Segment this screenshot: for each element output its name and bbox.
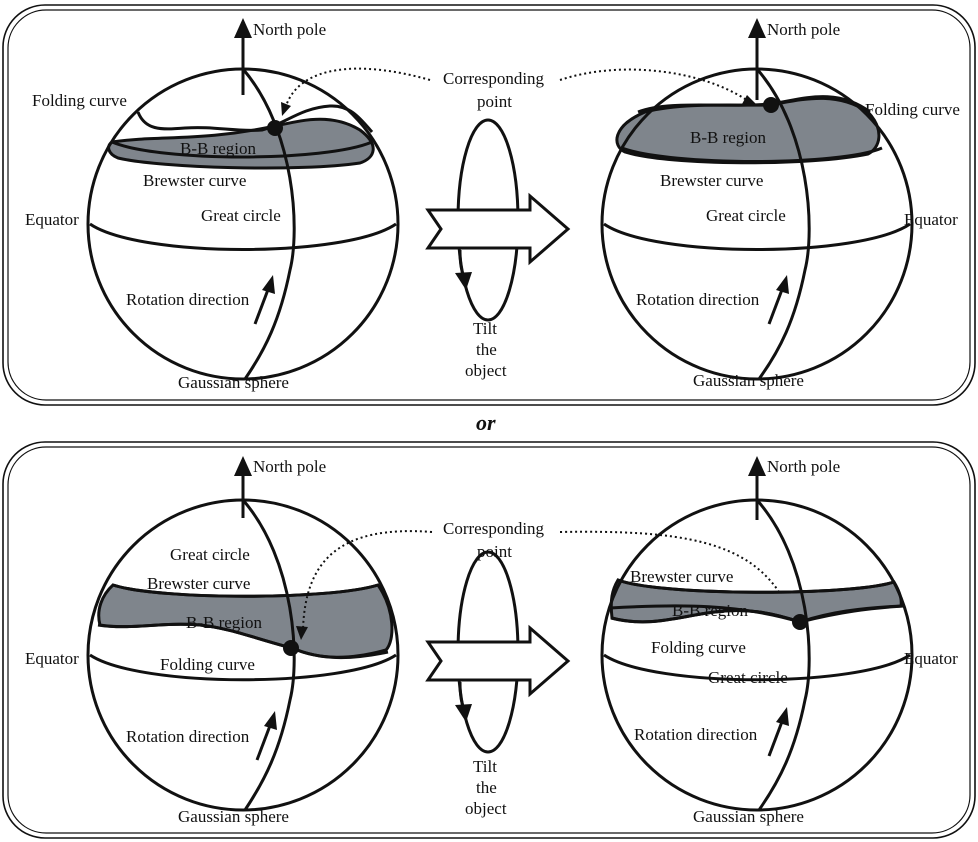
folding-curve-label: Folding curve	[651, 638, 746, 657]
north-pole-arrowhead	[234, 456, 252, 476]
folding-curve-label: Folding curve	[160, 655, 255, 674]
equator-label: Equator	[904, 649, 958, 668]
rotation-arrow-shaft	[253, 286, 271, 325]
top-center-annotations: Corresponding point Tilt the object	[281, 67, 756, 380]
bottom-panel: North pole Great circle Brewster curve B…	[2, 441, 976, 839]
corresponding-point-pointer-left	[285, 67, 431, 107]
brewster-curve-label: Brewster curve	[660, 171, 763, 190]
folding-curve-label: Folding curve	[865, 100, 960, 119]
corresponding-point-label-line1: Corresponding	[443, 69, 545, 88]
corresponding-point-pointer-right-head	[742, 95, 756, 104]
rotation-direction-label: Rotation direction	[634, 725, 758, 744]
or-separator: or	[476, 410, 496, 435]
equator-line	[89, 653, 397, 682]
tilt-direction-hollow-arrow	[425, 192, 571, 266]
brewster-curve-line	[111, 140, 373, 159]
great-circle-label: Great circle	[708, 668, 788, 687]
bottom-panel-frame-inner	[7, 446, 971, 834]
top-panel: North pole Folding curve B-B region Brew…	[2, 4, 976, 406]
tilt-rotation-arrowhead	[455, 704, 472, 722]
brewster-curve-line	[617, 578, 895, 594]
tilt-rotation-arrowhead	[455, 272, 472, 290]
folding-curve-line	[97, 622, 389, 660]
equator-label: Equator	[25, 210, 79, 229]
corresponding-point-dot	[763, 97, 779, 113]
corresponding-point-dot	[792, 614, 808, 630]
brewster-curve-label: Brewster curve	[147, 574, 250, 593]
equator-line	[89, 222, 397, 251]
tilt-label-line3: object	[465, 799, 507, 818]
bottom-left-gaussian-sphere: North pole Great circle Brewster curve B…	[25, 456, 400, 826]
great-circle-label: Great circle	[706, 206, 786, 225]
rotation-direction-label: Rotation direction	[636, 290, 760, 309]
corresponding-point-dot	[267, 120, 283, 136]
rotation-arrowhead	[264, 711, 277, 730]
corresponding-point-pointer-right	[559, 530, 785, 601]
top-panel-frame-outer	[2, 4, 976, 406]
rotation-arrowhead	[776, 707, 789, 726]
great-circle-line	[755, 68, 811, 380]
brewster-curve-label: Brewster curve	[143, 171, 246, 190]
brewster-curve-line	[112, 583, 379, 598]
rotation-arrow-shaft	[767, 286, 785, 325]
north-pole-label: North pole	[253, 457, 326, 476]
tilt-label-line3: object	[465, 361, 507, 380]
north-pole-arrowhead	[748, 18, 766, 38]
rotation-arrow-shaft	[767, 718, 785, 757]
tilt-direction-hollow-arrow	[425, 624, 571, 698]
rotation-direction-label: Rotation direction	[126, 727, 250, 746]
equator-label: Equator	[904, 210, 958, 229]
north-pole-arrowhead	[748, 456, 766, 476]
north-pole-label: North pole	[767, 457, 840, 476]
great-circle-label: Great circle	[170, 545, 250, 564]
rotation-arrow-shaft	[255, 722, 273, 761]
bb-region-label: B-B region	[186, 613, 263, 632]
corresponding-point-pointer-left-head	[281, 102, 291, 116]
corresponding-point-pointer-right	[559, 68, 746, 100]
gaussian-sphere-label: Gaussian sphere	[693, 807, 804, 826]
tilt-label-line2: the	[476, 340, 497, 359]
north-pole-arrowhead	[234, 18, 252, 38]
bb-region-label: B-B region	[180, 139, 257, 158]
north-pole-label: North pole	[253, 20, 326, 39]
equator-line	[603, 653, 911, 682]
bb-region-label: B-B region	[672, 601, 749, 620]
corresponding-point-pointer-left	[302, 530, 433, 631]
bottom-panel-frame-outer	[2, 441, 976, 839]
bottom-right-gaussian-sphere: North pole Brewster curve B-B region Fol…	[600, 456, 958, 826]
gaussian-sphere-label: Gaussian sphere	[178, 807, 289, 826]
top-left-gaussian-sphere: North pole Folding curve B-B region Brew…	[25, 18, 400, 392]
corresponding-point-pointer-left-head	[296, 626, 308, 640]
top-right-gaussian-sphere: North pole Folding curve B-B region Brew…	[600, 18, 960, 390]
sphere-outline	[600, 498, 914, 812]
tilt-label-line1: Tilt	[473, 757, 497, 776]
tilt-label-line1: Tilt	[473, 319, 497, 338]
brewster-curve-line	[621, 146, 883, 163]
bottom-center-annotations: Corresponding point Tilt the object	[296, 519, 790, 818]
gaussian-sphere-label: Gaussian sphere	[693, 371, 804, 390]
equator-line	[603, 222, 911, 251]
brewster-curve-label: Brewster curve	[630, 567, 733, 586]
great-circle-line	[241, 499, 296, 811]
rotation-arrowhead	[776, 275, 789, 294]
tilt-label-line2: the	[476, 778, 497, 797]
rotation-arrowhead	[262, 275, 275, 294]
rotation-direction-label: Rotation direction	[126, 290, 250, 309]
equator-label: Equator	[25, 649, 79, 668]
great-circle-label: Great circle	[201, 206, 281, 225]
folding-curve-label: Folding curve	[32, 91, 127, 110]
corresponding-point-label-line2: point	[477, 92, 512, 111]
top-panel-frame-inner	[7, 9, 971, 401]
gaussian-sphere-label: Gaussian sphere	[178, 373, 289, 392]
great-circle-line	[755, 499, 811, 811]
bb-region-label: B-B region	[690, 128, 767, 147]
north-pole-label: North pole	[767, 20, 840, 39]
corresponding-point-label-line1: Corresponding	[443, 519, 545, 538]
corresponding-point-dot	[283, 640, 299, 656]
corresponding-point-label-line2: point	[477, 542, 512, 561]
